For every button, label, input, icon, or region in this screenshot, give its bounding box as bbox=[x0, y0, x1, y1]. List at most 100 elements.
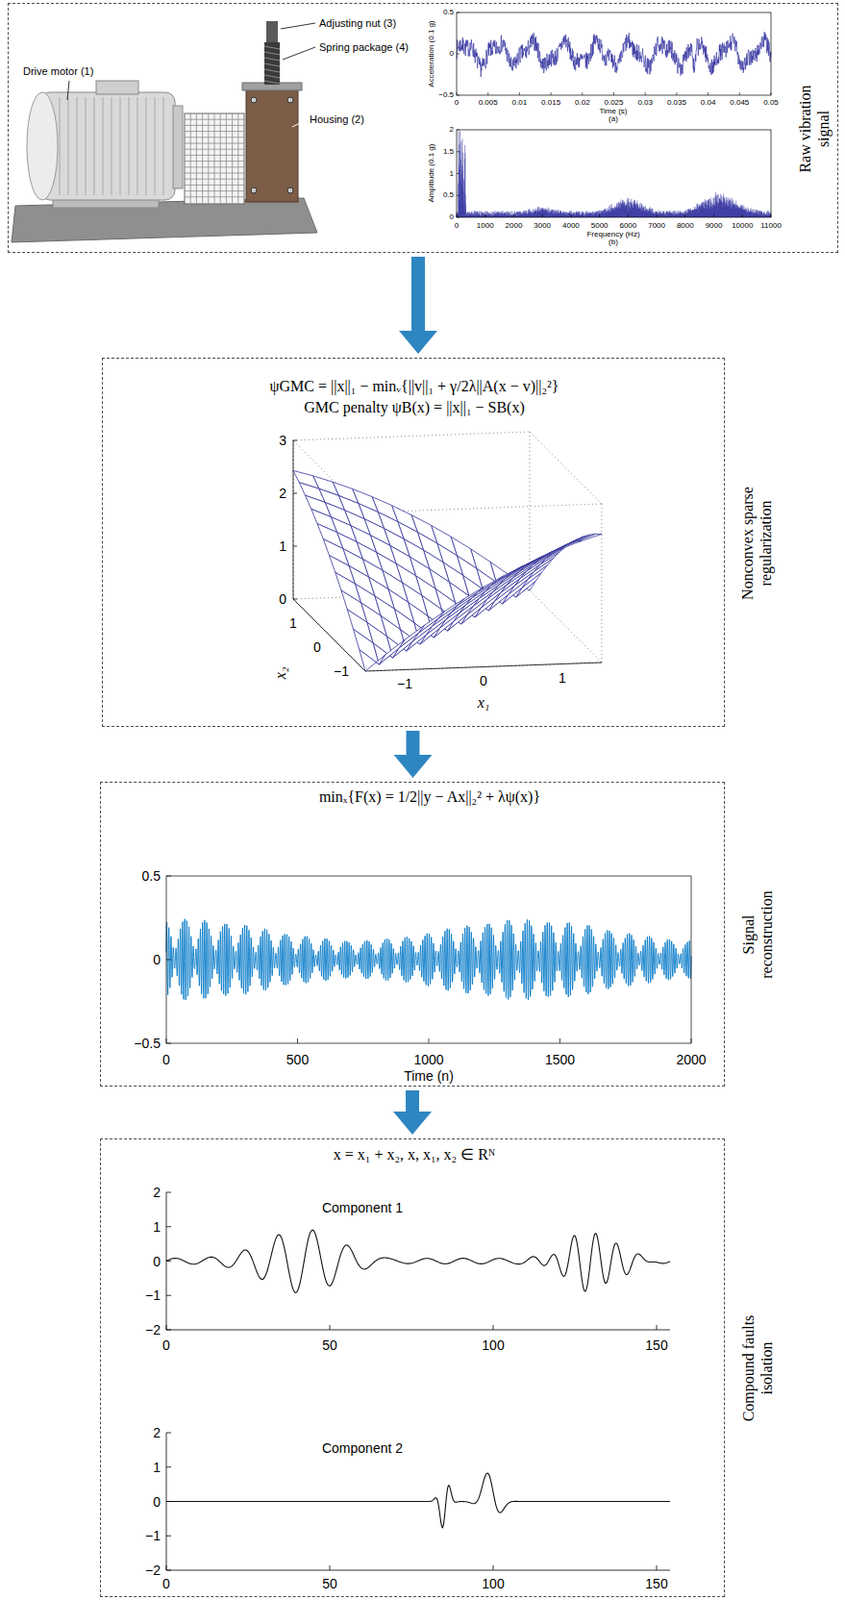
tick-label: 0.5 bbox=[443, 191, 454, 200]
test-rig-photo bbox=[11, 21, 318, 243]
tick-label: 0 bbox=[313, 639, 322, 655]
tick-label: 0.025 bbox=[603, 98, 623, 107]
tick-label: 4000 bbox=[562, 221, 580, 230]
component-label: Component 1 bbox=[322, 1199, 403, 1216]
guard-grid bbox=[184, 173, 245, 174]
tick-label: 0.5 bbox=[443, 7, 454, 17]
guard-grid bbox=[184, 190, 245, 192]
tick-label: 1.5 bbox=[443, 147, 454, 156]
tick-mark bbox=[550, 92, 552, 96]
tick-label: 0.015 bbox=[541, 98, 561, 107]
tick-label: 50 bbox=[322, 1575, 338, 1591]
bolt bbox=[287, 187, 294, 194]
tick-label: −1 bbox=[145, 1527, 161, 1543]
tick-mark bbox=[166, 959, 172, 961]
tick-mark bbox=[293, 493, 298, 495]
axis-title: Acceleration (0.1 g) bbox=[426, 20, 436, 87]
panel-tag: (a) bbox=[608, 114, 619, 124]
tick-mark bbox=[166, 1192, 172, 1193]
tick-mark bbox=[166, 1500, 172, 1502]
guard-grid bbox=[201, 113, 203, 204]
surface-mesh-cell bbox=[359, 649, 386, 672]
guard-grid bbox=[207, 113, 209, 204]
tick-label: 0.01 bbox=[512, 98, 528, 107]
cooling-fin bbox=[110, 97, 112, 196]
tick-label: −2 bbox=[145, 1562, 161, 1578]
spring-coil bbox=[264, 63, 280, 67]
tick-label: 2000 bbox=[675, 1051, 706, 1068]
axis-title: Amplitude (0.1 g) bbox=[426, 144, 436, 203]
tick-label: 50 bbox=[322, 1337, 338, 1353]
leader-line bbox=[67, 80, 70, 100]
spring-coil bbox=[264, 51, 280, 55]
leader-line bbox=[292, 120, 306, 127]
flow-arrow bbox=[411, 256, 425, 331]
axis-title: x₁ bbox=[477, 694, 491, 712]
component-plot bbox=[166, 1432, 671, 1570]
tick-mark bbox=[493, 1565, 495, 1570]
tick-label: 0.03 bbox=[637, 98, 653, 107]
tick-label: 0.04 bbox=[700, 98, 717, 107]
spectrum-chart bbox=[456, 129, 771, 218]
spring-coil bbox=[264, 69, 280, 73]
dashed-panel: minₓ{F(x) = 1/2||y − Ax||₂² + λψ(x)}Sign… bbox=[99, 781, 725, 1087]
tick-label: −1 bbox=[397, 675, 413, 692]
tick-mark bbox=[166, 1535, 172, 1537]
tick-mark bbox=[656, 1565, 658, 1570]
tick-label: 0 bbox=[449, 212, 454, 222]
tick-label: 0 bbox=[162, 1051, 171, 1068]
guard-grid bbox=[196, 113, 198, 204]
bolt bbox=[250, 97, 257, 103]
flow-arrow bbox=[405, 1090, 420, 1112]
tick-mark bbox=[519, 92, 521, 96]
flow-arrow bbox=[406, 730, 421, 755]
tick-label: 8000 bbox=[676, 221, 695, 230]
tick-mark bbox=[293, 440, 298, 442]
axis-title: Time (n) bbox=[403, 1068, 454, 1084]
tick-mark bbox=[456, 129, 460, 131]
tick-label: 1500 bbox=[545, 1051, 575, 1068]
tick-mark bbox=[581, 92, 583, 96]
guard-grid bbox=[184, 130, 245, 132]
tick-mark bbox=[329, 1565, 331, 1570]
axis-box-edge bbox=[293, 431, 530, 441]
component-trace bbox=[166, 1472, 671, 1528]
tick-label: 2000 bbox=[505, 221, 523, 230]
tick-mark bbox=[542, 214, 544, 218]
tick-label: 0 bbox=[162, 1575, 171, 1591]
part-label: Housing (2) bbox=[309, 113, 365, 126]
guard-grid bbox=[184, 136, 245, 138]
surface-mesh-cell bbox=[393, 632, 420, 658]
axis-box-edge bbox=[601, 503, 603, 663]
leader-line bbox=[282, 47, 316, 60]
bolt bbox=[287, 97, 294, 103]
tick-label: 1 bbox=[289, 615, 298, 631]
leader-line bbox=[280, 23, 316, 29]
tick-mark bbox=[456, 150, 460, 152]
panel-title: Compound faults isolation bbox=[739, 1308, 776, 1429]
plot-frame bbox=[166, 875, 692, 1044]
cooling-fin bbox=[119, 97, 121, 196]
tick-mark bbox=[456, 12, 460, 14]
tick-label: 1 bbox=[152, 1459, 161, 1475]
tick-label: 2 bbox=[278, 485, 287, 501]
tick-mark bbox=[487, 92, 489, 96]
tick-label: 500 bbox=[286, 1051, 309, 1068]
tick-label: 0.045 bbox=[729, 98, 749, 107]
tick-mark bbox=[570, 214, 572, 218]
cooling-fin bbox=[58, 97, 60, 196]
tick-mark bbox=[166, 1260, 172, 1262]
tick-mark bbox=[456, 173, 460, 174]
tick-label: 0.035 bbox=[667, 98, 687, 107]
tick-label: 2 bbox=[449, 124, 454, 134]
tick-label: 3 bbox=[278, 432, 287, 448]
guard-grid bbox=[184, 160, 245, 162]
guard-grid bbox=[231, 113, 233, 204]
dashed-panel: x = x₁ + x₂, x, x₁, x₂ ∈ RᴺCompound faul… bbox=[99, 1138, 725, 1597]
tick-label: 10000 bbox=[731, 221, 753, 230]
tick-label: 150 bbox=[645, 1337, 668, 1353]
tick-mark bbox=[166, 875, 172, 877]
surface-mesh-cell bbox=[438, 598, 465, 619]
tick-mark bbox=[166, 1294, 172, 1296]
spring-package bbox=[264, 42, 280, 85]
